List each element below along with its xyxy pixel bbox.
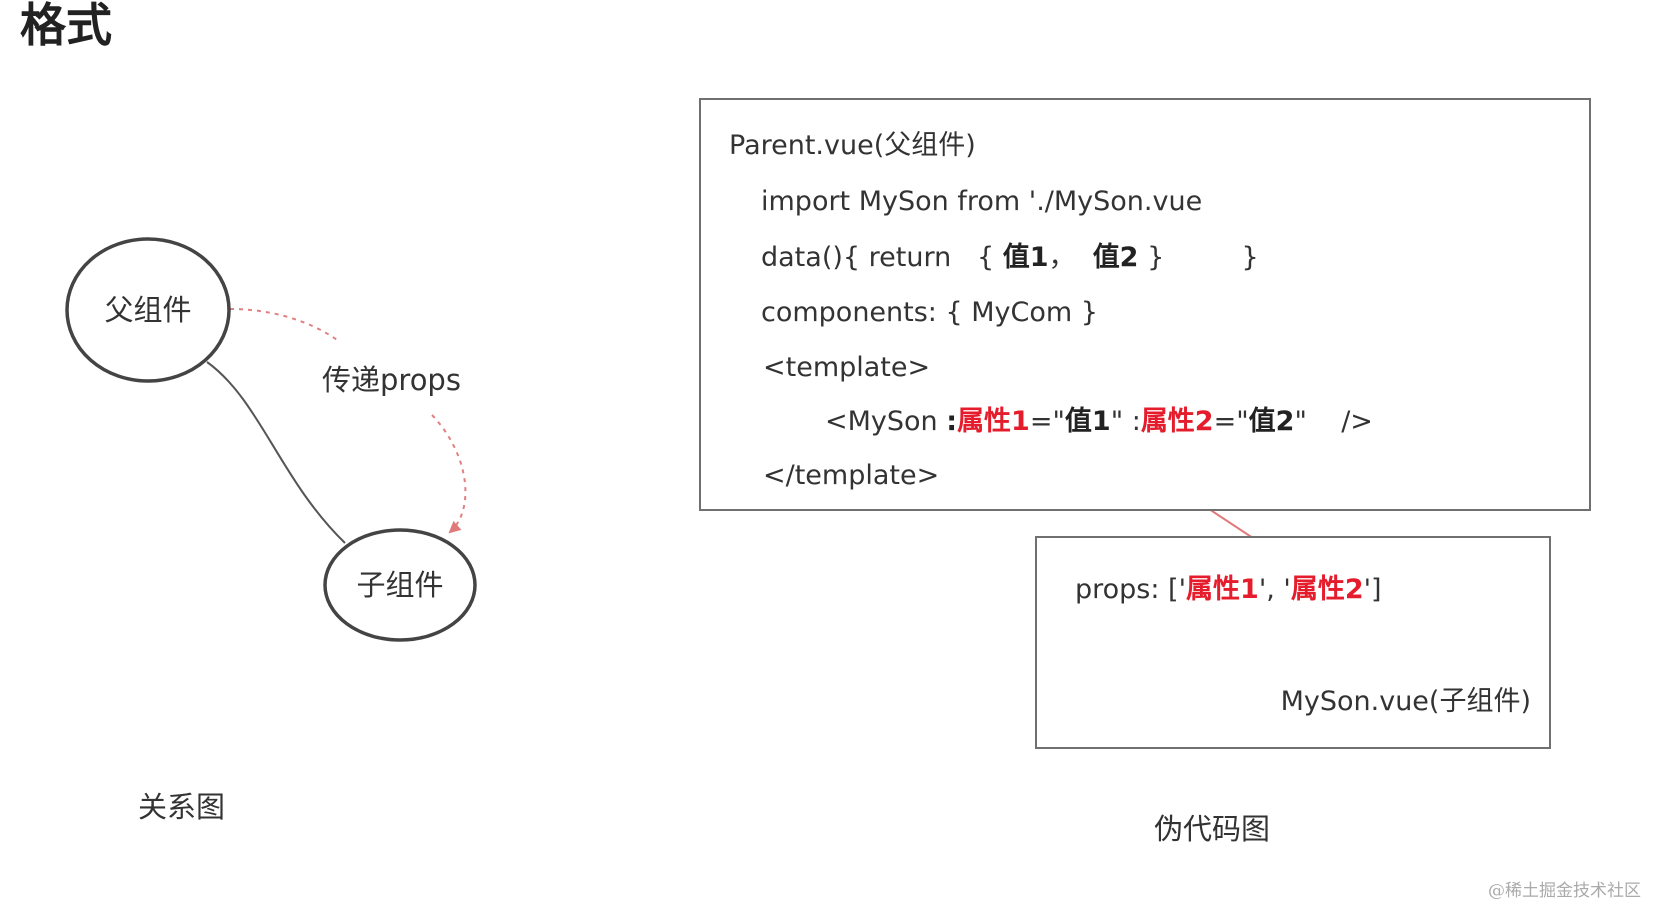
attr-mid: " :	[1110, 406, 1141, 437]
child-code-title: MySon.vue(子组件)	[1280, 686, 1531, 717]
template-close: </template>	[763, 460, 940, 491]
prop-1: 属性1	[1186, 574, 1259, 605]
props-suffix: ']	[1363, 574, 1382, 605]
child-node-label: 子组件	[356, 568, 443, 602]
data-value-1: 值1	[1002, 242, 1049, 273]
attr-value-1: 值1	[1064, 406, 1111, 437]
child-node: 子组件	[323, 528, 477, 642]
attr1-colon: :	[946, 406, 958, 437]
parent-node: 父组件	[65, 237, 231, 383]
data-line: data(){ return { 值1， 值2 } }	[761, 244, 1259, 271]
relation-caption: 关系图	[138, 790, 226, 824]
child-code-box: props: ['属性1', '属性2'] MySon.vue(子组件)	[1035, 536, 1551, 749]
parent-node-label: 父组件	[104, 293, 191, 327]
myson-line: <MySon :属性1="值1" :属性2="值2" />	[825, 408, 1373, 435]
data-value-2: 值2	[1092, 242, 1139, 273]
data-prefix: data(){ return {	[761, 242, 1003, 273]
parent-child-link	[206, 361, 346, 544]
data-separator: ，	[1048, 242, 1093, 273]
prop-2: 属性2	[1290, 574, 1364, 605]
data-suffix: } }	[1138, 242, 1259, 273]
props-flow-arrow	[229, 308, 341, 343]
page-title: 格式	[20, 0, 112, 52]
props-line: props: ['属性1', '属性2']	[1075, 576, 1382, 603]
eq-1: ="	[1029, 406, 1065, 437]
eq-2: ="	[1213, 406, 1249, 437]
props-prefix: props: ['	[1075, 574, 1187, 605]
pseudo-caption: 伪代码图	[1154, 812, 1271, 846]
myson-suffix: " />	[1294, 406, 1373, 437]
attr-2: 属性2	[1140, 406, 1214, 437]
edge-label: 传递props	[322, 363, 461, 397]
props-flow-arrow-lower	[431, 414, 467, 534]
attr-value-2: 值2	[1248, 406, 1295, 437]
attr-1: 属性1	[957, 406, 1030, 437]
import-line: import MySon from './MySon.vue	[761, 186, 1203, 217]
template-open: <template>	[763, 352, 931, 383]
watermark: @稀土掘金技术社区	[1488, 881, 1641, 901]
props-separator: ', '	[1258, 574, 1291, 605]
parent-code-box: Parent.vue(父组件) import MySon from './MyS…	[699, 98, 1591, 511]
components-line: components: { MyCom }	[761, 297, 1098, 328]
parent-code-title: Parent.vue(父组件)	[729, 130, 976, 161]
myson-prefix: <MySon	[825, 406, 947, 437]
